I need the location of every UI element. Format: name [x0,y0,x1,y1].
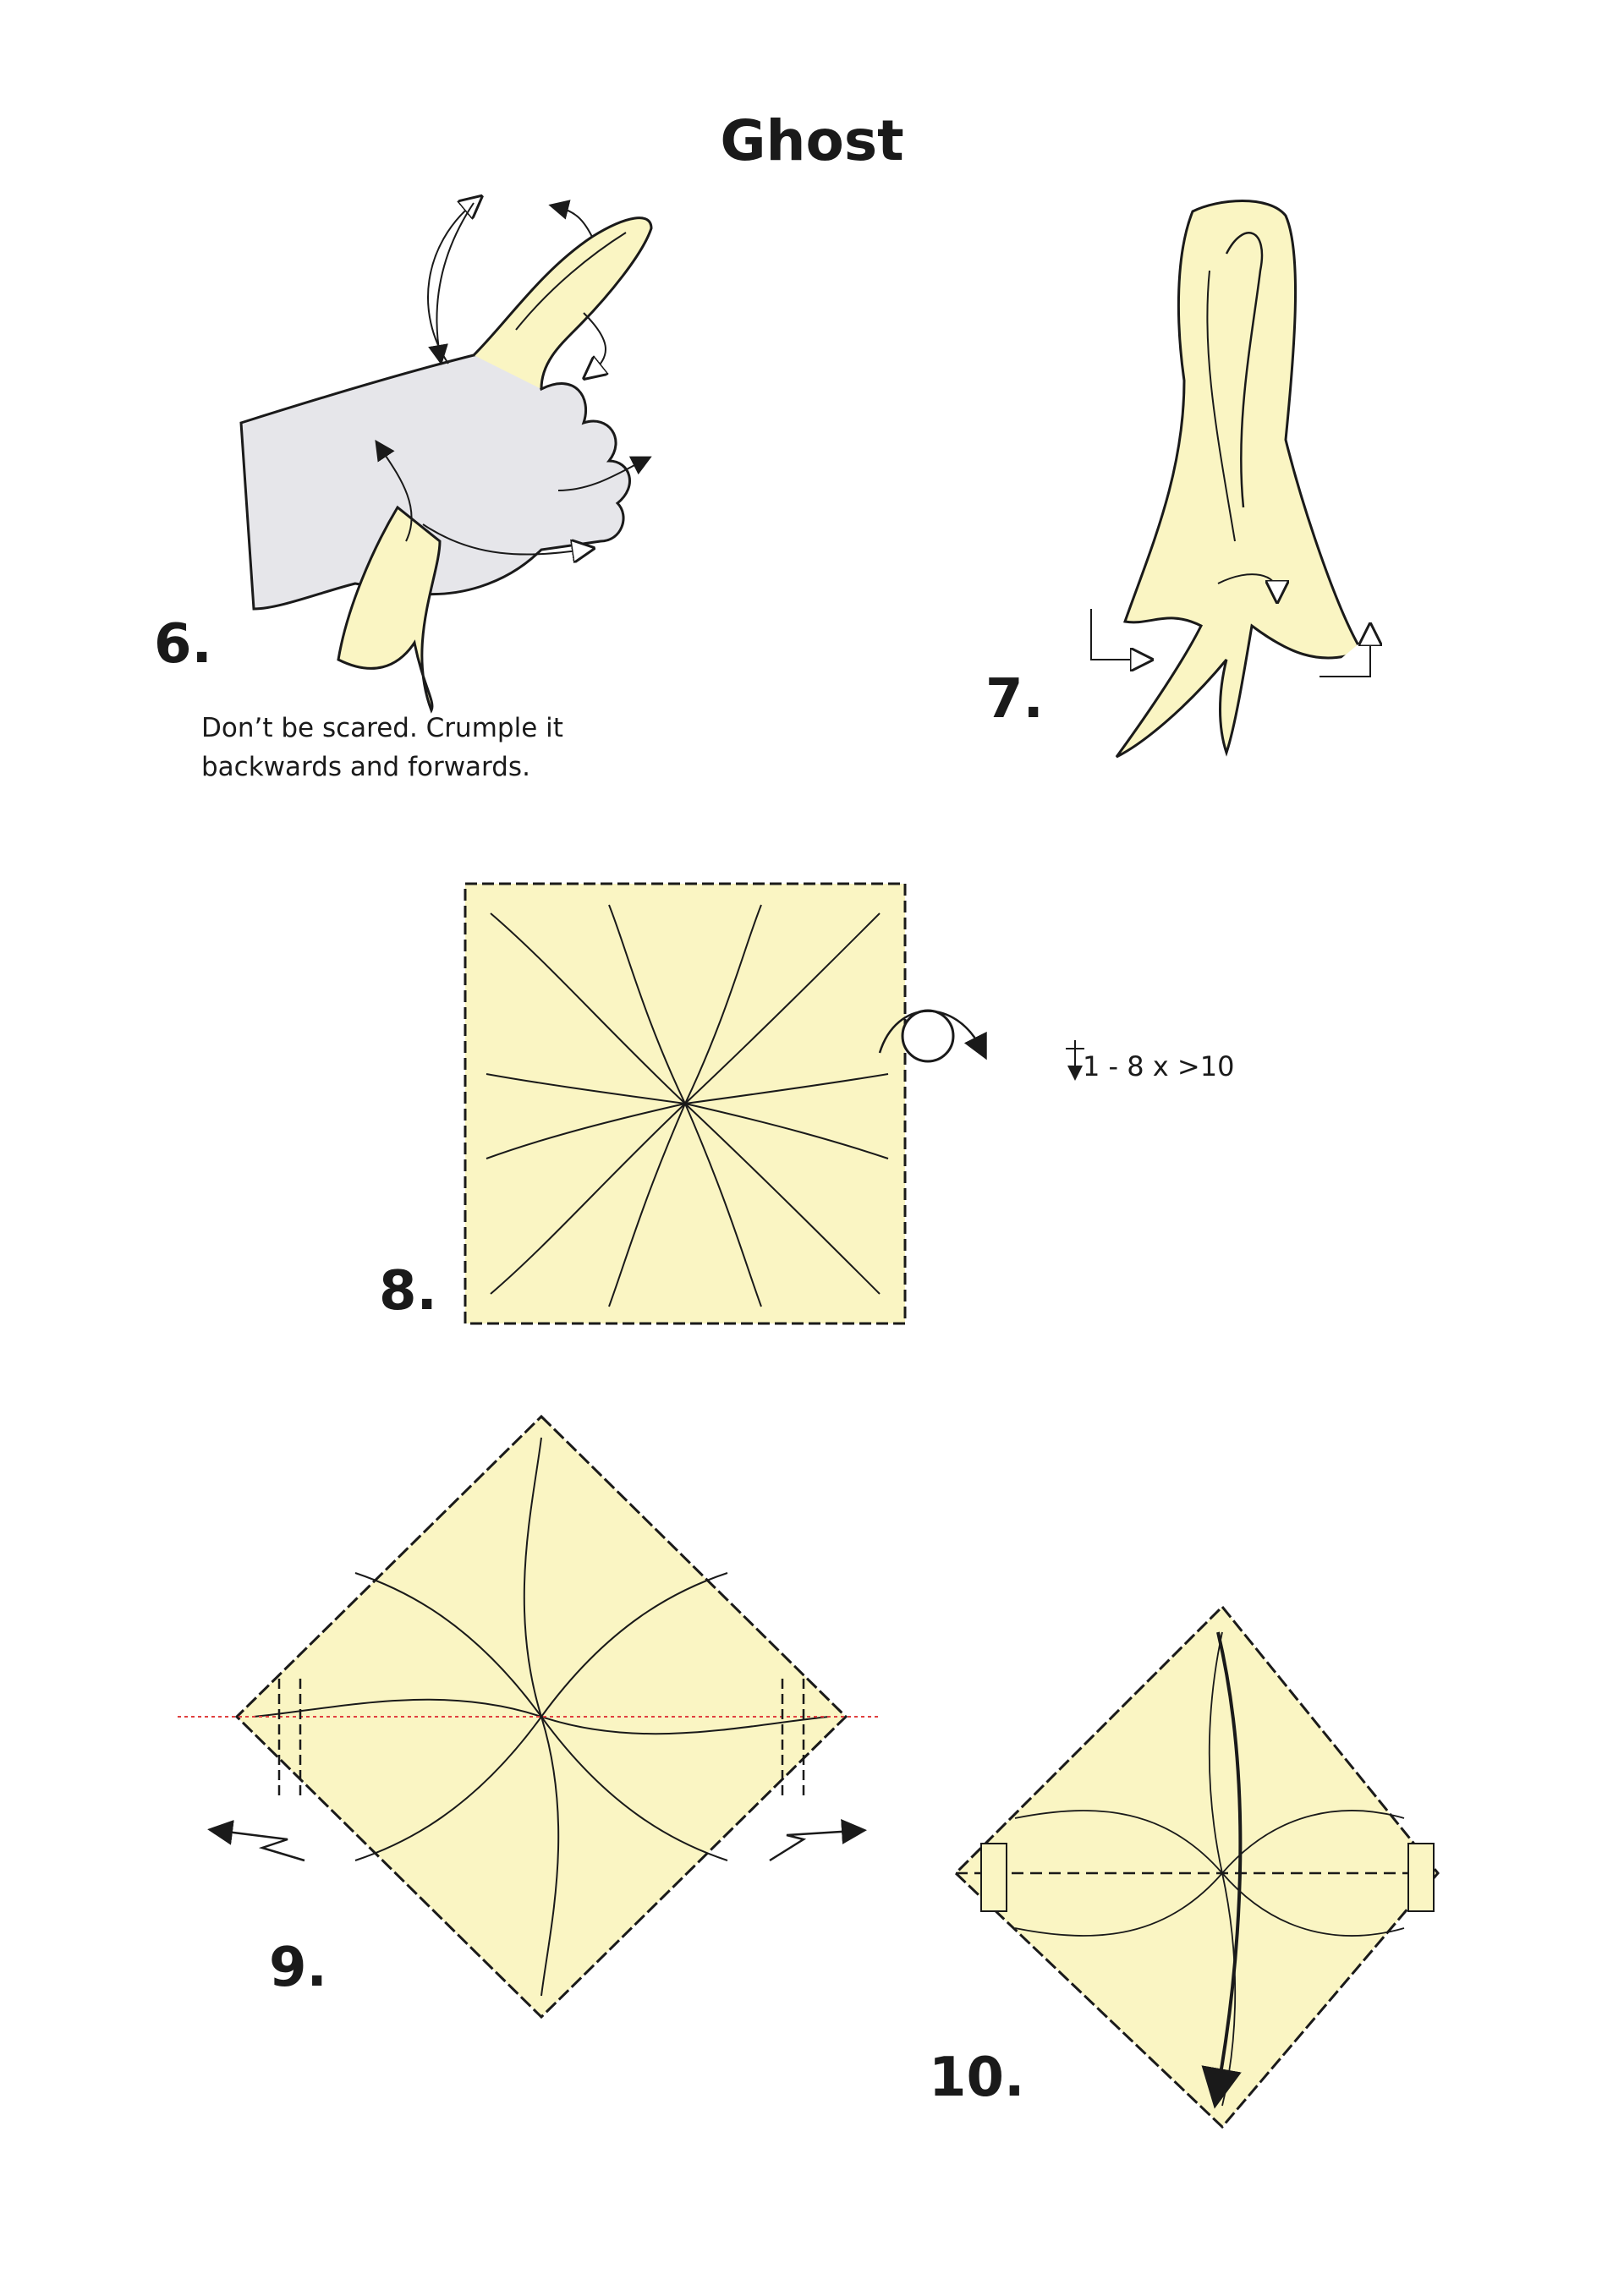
step-7-illustration [1090,200,1370,759]
step-9-number: 9. [269,1937,327,1999]
step-7-number: 7. [985,668,1044,731]
page-title: Ghost [720,108,904,173]
step-6-caption-line-1: Don’t be scared. Crumple it [201,713,563,743]
step-6-caption: Don’t be scared. Crumple it backwards an… [201,709,641,786]
turn-over-icon [901,1009,955,1063]
step-10-illustration [953,1604,1440,2129]
twist-arrow-icon [427,203,474,364]
pull-arrow-icon [207,1819,305,1862]
step-6-number: 6. [154,613,212,676]
step-6-illustration [239,203,653,714]
step-6-caption-line-2: backwards and forwards. [201,752,530,782]
twist-arrow-icon [1090,609,1142,660]
step-8-number: 8. [379,1260,437,1323]
repeat-arrow-icon [1066,1040,1084,1066]
step-8-illustration [464,882,1084,1325]
fold-down-arrow-icon [1201,1631,1243,2109]
step-10-number: 10. [929,2047,1025,2109]
step-9-illustration [178,1414,880,2019]
repeat-note: 1 - 8 x >10 [1083,1050,1235,1082]
